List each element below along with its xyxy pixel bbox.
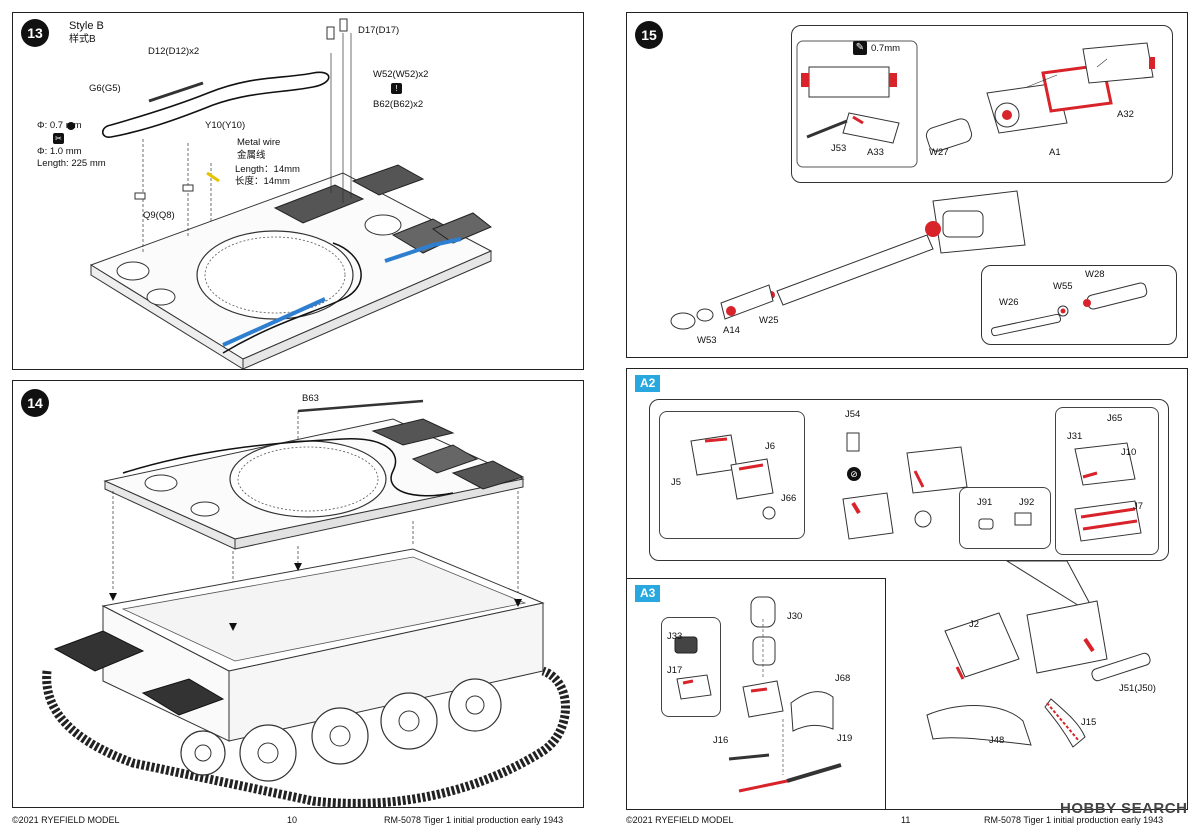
label-j31: J31	[1067, 431, 1083, 442]
left-footer-product: RM-5078 Tiger 1 initial production early…	[384, 815, 564, 825]
step15-number: 15	[635, 21, 663, 49]
label-w27: W27	[929, 147, 949, 158]
label-j54: J54	[845, 409, 861, 420]
label-length-en: Length：14mm	[235, 164, 300, 175]
label-w28: W28	[1085, 269, 1105, 280]
label-metal-wire: Metal wire	[237, 137, 281, 148]
label-j51: J51(J50)	[1119, 683, 1156, 694]
label-phi10: Φ: 1.0 mm	[37, 146, 82, 157]
label-j17: J17	[667, 665, 683, 676]
label-g6: G6(G5)	[89, 83, 121, 94]
label-w53: W53	[697, 335, 717, 346]
drill-icon: ✎	[853, 41, 867, 55]
step14-tank-drawing	[42, 399, 570, 808]
label-metal-wire-cn: 金属线	[237, 150, 266, 161]
label-j68: J68	[835, 673, 851, 684]
a2-inset-left	[659, 411, 805, 539]
a3-panel: A3 J33 J30 J17 J68 J16 J19	[626, 578, 886, 810]
label-j66: J66	[781, 493, 797, 504]
label-j30: J30	[787, 611, 803, 622]
label-w25: W25	[759, 315, 779, 326]
a3-inset	[661, 617, 721, 717]
label-drill: 0.7mm	[871, 43, 901, 54]
label-y10: Y10(Y10)	[205, 120, 246, 131]
step14-panel: 14 B63	[12, 380, 584, 808]
label-w52: W52(W52)x2	[373, 69, 429, 80]
left-footer-copyright: ©2021 RYEFIELD MODEL	[12, 815, 120, 825]
cut-icon: ✂	[53, 133, 64, 144]
label-j65: J65	[1107, 413, 1123, 424]
label-j91: J91	[977, 497, 993, 508]
label-d12: D12(D12)x2	[148, 46, 200, 57]
warning-icon: !	[391, 83, 402, 94]
label-a33: A33	[867, 147, 884, 158]
a2-inset-mid	[959, 487, 1051, 549]
left-footer-page: 10	[287, 815, 298, 825]
step13-hull-deck-drawing	[67, 18, 493, 370]
label-j15: J15	[1081, 717, 1097, 728]
label-length-cn: 长度：14mm	[235, 176, 290, 187]
label-j10: J10	[1121, 447, 1137, 458]
a2-panel: A2	[626, 368, 1188, 810]
label-w26: W26	[999, 297, 1019, 308]
label-j5: J5	[671, 477, 682, 488]
label-phi07: Φ: 0.7 mm	[37, 120, 82, 131]
right-footer-copyright: ©2021 RYEFIELD MODEL	[626, 815, 734, 825]
step13-panel: 13 Style B 样式B	[12, 12, 584, 370]
step14-number: 14	[21, 389, 49, 417]
no-glue-icon: ⊘	[847, 467, 861, 481]
a3-tag: A3	[635, 585, 661, 602]
label-w55: W55	[1053, 281, 1073, 292]
label-j53: J53	[831, 143, 847, 154]
step15-gun-drawing	[670, 40, 1155, 337]
label-a1: A1	[1049, 147, 1061, 158]
label-j16: J16	[713, 735, 729, 746]
label-a14: A14	[723, 325, 740, 336]
step13-number: 13	[21, 19, 49, 47]
a2-tag: A2	[635, 375, 661, 392]
label-b62: B62(B62)x2	[373, 99, 424, 110]
a3-parts-drawing	[674, 596, 842, 793]
label-b63: B63	[302, 393, 319, 404]
label-j92: J92	[1019, 497, 1035, 508]
label-d17: D17(D17)	[358, 25, 400, 36]
hobby-search-watermark: HOBBY SEARCH	[1060, 800, 1188, 817]
label-j48: J48	[989, 735, 1005, 746]
label-a32: A32	[1117, 109, 1134, 120]
style-title-cn: 样式B	[69, 34, 96, 45]
right-footer-page: 11	[901, 815, 911, 825]
right-footer-product: RM-5078 Tiger 1 initial production early…	[984, 815, 1164, 825]
a2-suspension-drawing	[690, 432, 1151, 748]
label-q9: Q9(Q8)	[143, 210, 175, 221]
style-title: Style B	[69, 20, 104, 32]
label-length225: Length: 225 mm	[37, 158, 106, 169]
label-j33: J33	[667, 631, 683, 642]
label-j2: J2	[969, 619, 980, 630]
label-j6: J6	[765, 441, 776, 452]
step15-panel: 15	[626, 12, 1188, 358]
label-j7: J7	[1133, 501, 1144, 512]
label-j19: J19	[837, 733, 853, 744]
